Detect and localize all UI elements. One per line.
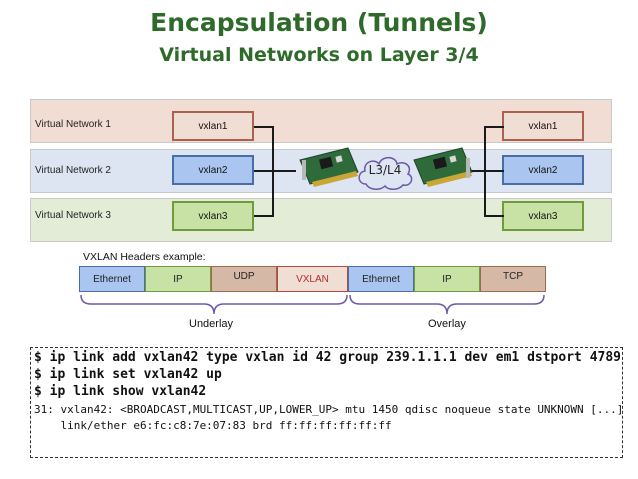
terminal-output-2: link/ether e6:fc:c8:7e:07:83 brd ff:ff:f… [34, 419, 392, 432]
diagram-subtitle: Virtual Networks on Layer 3/4 [159, 44, 479, 66]
underlay-brace [80, 294, 348, 315]
cloud-icon [358, 156, 413, 190]
header-ip-outer: IP [145, 266, 211, 292]
cloud-label: L3/L4 [368, 163, 402, 177]
header-ethernet-inner: Ethernet [348, 266, 414, 292]
terminal-box [30, 347, 623, 458]
overlay-label: Overlay [428, 318, 466, 330]
left-vxlan1-box: vxlan1 [172, 111, 254, 141]
terminal-output-1: 31: vxlan42: <BROADCAST,MULTICAST,UP,LOW… [34, 403, 624, 416]
virtual-network-3-label: Virtual Network 3 [35, 210, 111, 221]
headers-example-title: VXLAN Headers example: [83, 251, 206, 263]
header-vxlan: VXLAN [277, 266, 348, 292]
left-connector-1 [254, 126, 274, 128]
header-ip-inner: IP [414, 266, 480, 292]
left-vxlan2-box: vxlan2 [172, 155, 254, 185]
left-connector-trunk [272, 126, 274, 217]
right-connector-3 [484, 215, 504, 217]
right-vxlan1-box: vxlan1 [502, 111, 584, 141]
terminal-command-1: $ ip link add vxlan42 type vxlan id 42 g… [34, 350, 621, 365]
network-card-icon [299, 147, 359, 187]
left-connector-3 [254, 215, 274, 217]
terminal-command-3: $ ip link show vxlan42 [34, 384, 207, 399]
diagram-title: Encapsulation (Tunnels) [150, 8, 488, 37]
left-connector-2 [254, 170, 296, 172]
right-connector-2 [462, 170, 504, 172]
underlay-label: Underlay [189, 318, 234, 330]
header-udp: UDP [211, 266, 277, 292]
virtual-network-2-label: Virtual Network 2 [35, 165, 111, 176]
virtual-network-1-label: Virtual Network 1 [35, 119, 111, 130]
right-vxlan3-box: vxlan3 [502, 201, 584, 231]
header-tcp: TCP [480, 266, 546, 292]
terminal-command-2: $ ip link set vxlan42 up [34, 367, 222, 382]
overlay-brace [349, 294, 545, 315]
right-connector-1 [484, 126, 504, 128]
right-vxlan2-box: vxlan2 [502, 155, 584, 185]
left-vxlan3-box: vxlan3 [172, 201, 254, 231]
network-card-icon [413, 147, 473, 187]
right-connector-trunk [484, 126, 486, 217]
header-ethernet-outer: Ethernet [79, 266, 145, 292]
